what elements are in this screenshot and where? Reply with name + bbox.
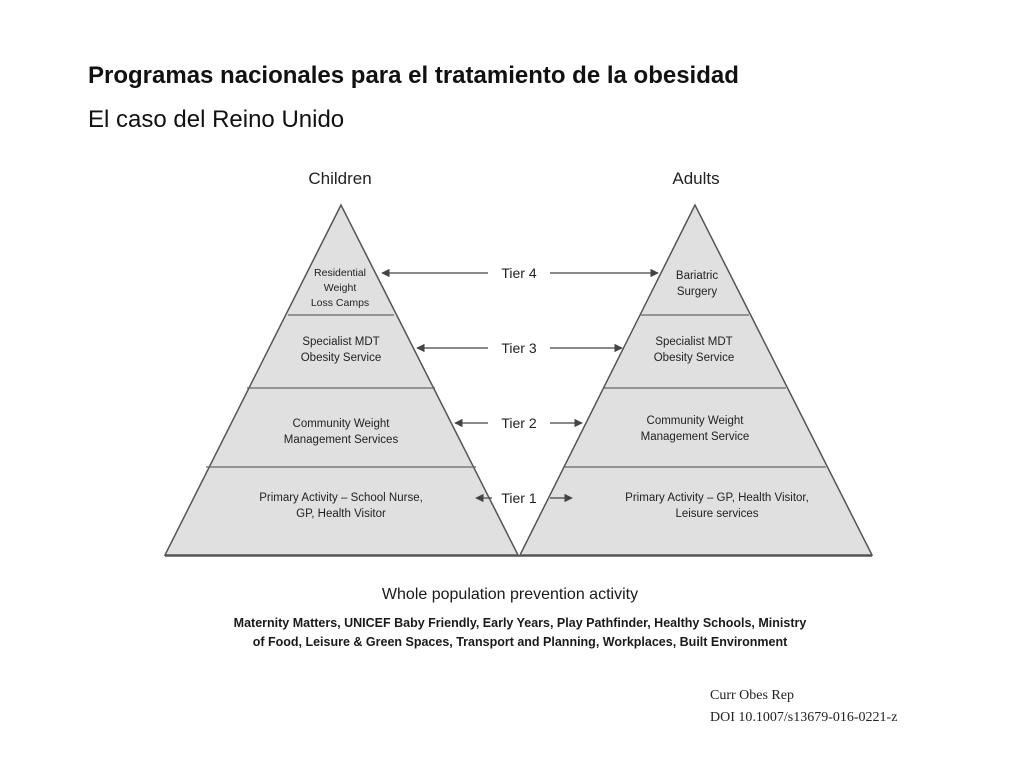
tier-line: Surgery: [676, 286, 718, 298]
adults-heading: Adults: [672, 169, 720, 188]
citation-journal: Curr Obes Rep: [710, 688, 794, 703]
citation-doi: DOI 10.1007/s13679-016-0221-z: [710, 710, 898, 725]
tier-line: Specialist MDT: [655, 336, 733, 348]
slide-subtitle: El caso del Reino Unido: [88, 106, 345, 133]
prevention-activities: Maternity Matters, UNICEF Baby Friendly,…: [160, 614, 880, 652]
tier-2-label: Tier 2: [501, 415, 537, 431]
tier-line: Primary Activity – GP, Health Visitor,: [625, 492, 809, 504]
tier-line: Bariatric: [675, 270, 719, 282]
tier-line: Residential: [314, 267, 366, 279]
prevention-title: Whole population prevention activity: [381, 586, 639, 603]
tier-line: Obesity Service: [300, 352, 382, 364]
tier-4-label: Tier 4: [501, 265, 537, 281]
children-heading: Children: [308, 169, 372, 188]
tier-1-label: Tier 1: [501, 490, 537, 506]
tier-line: Management Services: [283, 434, 399, 446]
tier-3-label: Tier 3: [501, 340, 537, 356]
adults-tier-2: Community Weight Management Service: [641, 413, 750, 445]
tier-line: Management Service: [640, 431, 750, 443]
children-tier-2: Community Weight Management Services: [284, 416, 398, 448]
tier-line: Weight: [323, 282, 357, 294]
tier-line: Primary Activity – School Nurse,: [259, 492, 423, 504]
tier-line: GP, Health Visitor: [296, 508, 386, 520]
adults-tier-4: Bariatric Surgery: [676, 268, 718, 300]
children-tier-1: Primary Activity – School Nurse, GP, Hea…: [259, 490, 423, 522]
adults-tier-3: Specialist MDT Obesity Service: [654, 334, 735, 366]
tier-line: Specialist MDT: [302, 336, 380, 348]
slide-title: Programas nacionales para el tratamiento…: [88, 62, 739, 89]
adults-tier-1: Primary Activity – GP, Health Visitor, L…: [625, 490, 809, 522]
children-tier-3: Specialist MDT Obesity Service: [301, 334, 382, 366]
children-tier-4: Residential Weight Loss Camps: [311, 266, 369, 311]
tier-line: Leisure services: [675, 508, 759, 520]
tier-line: Obesity Service: [653, 352, 735, 364]
prevention-line: Maternity Matters, UNICEF Baby Friendly,…: [233, 616, 807, 630]
tier-line: Community Weight: [292, 418, 390, 430]
tier-line: Community Weight: [646, 415, 744, 427]
prevention-line: of Food, Leisure & Green Spaces, Transpo…: [252, 635, 788, 649]
tier-line: Loss Camps: [310, 297, 370, 309]
